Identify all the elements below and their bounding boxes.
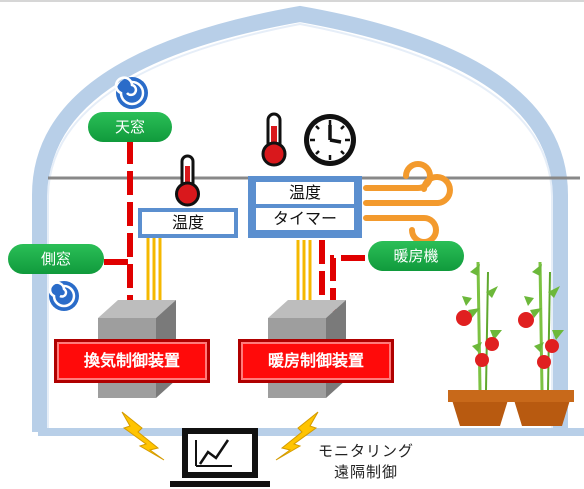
thermometer-icon bbox=[261, 112, 287, 167]
timer-sensor: タイマー bbox=[256, 208, 354, 230]
tomato-plant-icon bbox=[510, 261, 574, 426]
warm-air-icon bbox=[363, 161, 453, 245]
wind-swirl-icon bbox=[114, 76, 148, 109]
roof-window-label: 天窓 bbox=[88, 112, 172, 142]
tomato-plant-icon bbox=[448, 261, 512, 426]
greenhouse-roof bbox=[32, 5, 568, 432]
remote-control-text: 遠隔制御 bbox=[333, 463, 398, 481]
signal-lines bbox=[104, 140, 368, 312]
heating-sensor-group: 温度 タイマー bbox=[248, 176, 362, 238]
heating-controller: 暖房制御装置 bbox=[238, 339, 394, 383]
heater-label: 暖房機 bbox=[368, 241, 464, 271]
lightning-icon bbox=[275, 411, 319, 461]
temperature-sensor-right: 温度 bbox=[256, 182, 354, 204]
monitoring-text: モニタリング bbox=[317, 442, 414, 460]
monitoring-caption: モニタリング 遠隔制御 bbox=[296, 440, 436, 482]
laptop-chart-icon bbox=[170, 428, 270, 487]
ventilation-controller: 換気制御装置 bbox=[54, 339, 210, 383]
side-window-label: 側窓 bbox=[8, 244, 104, 274]
thermometer-icon bbox=[175, 154, 200, 207]
lightning-icon bbox=[121, 411, 165, 461]
clock-icon bbox=[304, 114, 356, 166]
wind-swirl-icon bbox=[48, 281, 79, 311]
temperature-sensor-left: 温度 bbox=[138, 208, 238, 238]
